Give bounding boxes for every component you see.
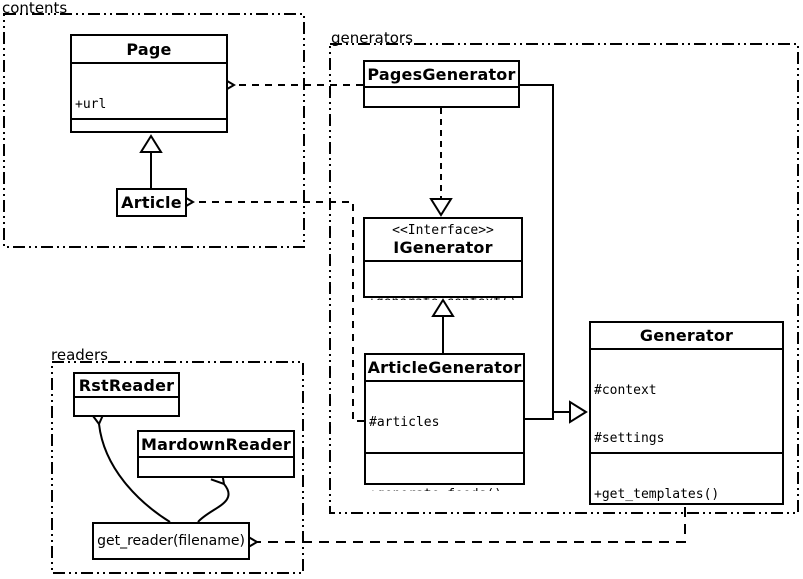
attributes-section: #context #settings #path #theme #output_… xyxy=(591,348,782,452)
methods-section: +generate_feeds() +generate_pages() xyxy=(366,452,523,491)
method-row: +get_templates() xyxy=(594,487,720,502)
methods-section: +generate_context() +generate_output() xyxy=(365,260,521,300)
methods-section: +get_templates() +get_files(path,exclude… xyxy=(591,452,782,509)
class-header: <<Interface>> IGenerator xyxy=(365,219,521,260)
class-articlegenerator: ArticleGenerator #articles #dates #tags … xyxy=(364,353,525,491)
class-title: MardownReader xyxy=(141,434,291,454)
attributes-section: +url +slug +summary xyxy=(72,62,226,118)
methods-section: +check_properties() xyxy=(72,118,226,141)
class-article: Article xyxy=(116,188,187,217)
class-igenerator: <<Interface>> IGenerator +generate_conte… xyxy=(363,217,523,300)
edge-getreader-to-rstreader xyxy=(89,410,171,523)
package-label-readers: readers xyxy=(51,346,108,364)
class-title: Generator xyxy=(639,326,734,345)
edge-articlegenerator-extends-generator xyxy=(525,412,554,420)
class-pagesgenerator: PagesGenerator #pages xyxy=(363,60,520,108)
attribute-row: #settings xyxy=(594,431,665,446)
stereotype-label: <<Interface>> xyxy=(392,223,494,238)
class-rstreader: RstReader +read() xyxy=(73,372,180,417)
class-generator: Generator #context #settings #path #them… xyxy=(589,321,784,505)
class-title: Article xyxy=(121,193,182,212)
function-label: get_reader(filename) xyxy=(97,533,245,549)
methods-section: +read() xyxy=(75,396,178,419)
class-title: Page xyxy=(126,39,172,59)
attribute-row: +url xyxy=(75,97,107,112)
attributes-section: #pages xyxy=(365,86,518,110)
method-row: +generate_feeds() xyxy=(369,487,520,491)
package-border-generators xyxy=(329,43,799,514)
package-label-contents: contents xyxy=(2,0,68,17)
class-mardownreader: MardownReader +read() xyxy=(137,430,295,478)
method-row: +generate_context() xyxy=(368,295,518,300)
methods-section: +read() xyxy=(139,456,293,480)
attributes-section: #articles #dates #tags #categories xyxy=(366,380,523,452)
class-title: IGenerator xyxy=(393,238,493,256)
function-box-get-reader: get_reader(filename) xyxy=(92,522,250,560)
class-title: ArticleGenerator xyxy=(367,358,522,377)
class-title: RstReader xyxy=(78,375,175,395)
attribute-row: #articles xyxy=(369,415,440,430)
edge-generator-depends-getreader xyxy=(244,507,686,550)
attribute-row: #context xyxy=(594,383,657,398)
package-border-contents xyxy=(3,13,305,248)
class-page: Page +url +slug +summary +check_properti… xyxy=(70,34,228,133)
edge-getreader-to-mardownreader xyxy=(197,470,230,523)
package-label-generators: generators xyxy=(331,29,413,47)
edge-articlegenerator-depends-article xyxy=(180,194,364,422)
edge-pagesgenerator-extends-generator xyxy=(520,84,588,424)
package-border-readers xyxy=(51,361,304,574)
class-title: PagesGenerator xyxy=(367,64,516,84)
